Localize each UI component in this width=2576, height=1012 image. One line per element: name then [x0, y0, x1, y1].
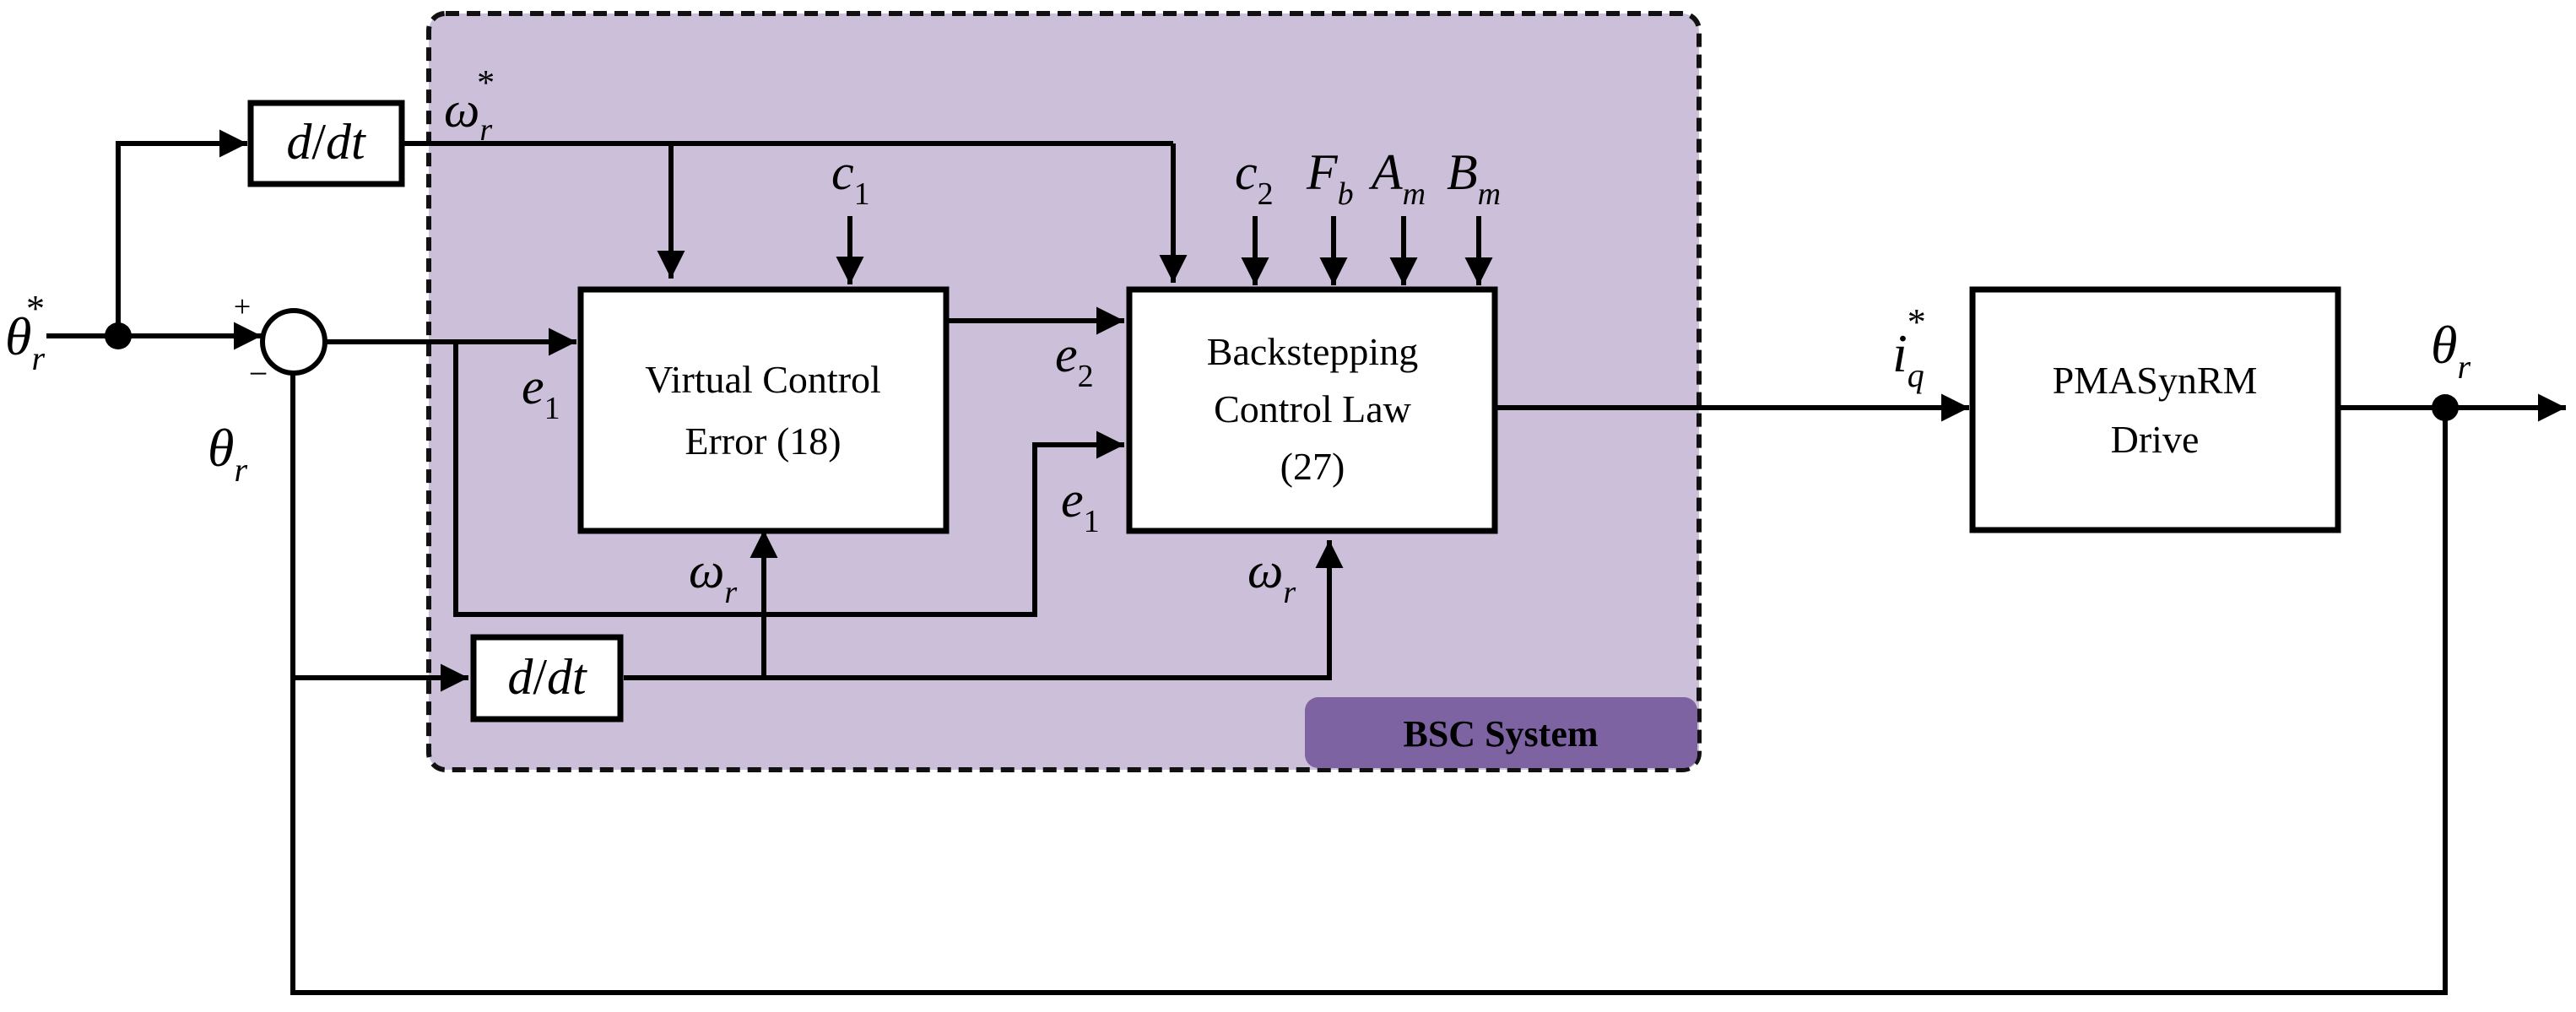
- theta-ref-label: θr*: [5, 288, 45, 377]
- e1-virtual-label: e1: [522, 359, 560, 426]
- omega-virtual-label: ωr: [689, 543, 737, 610]
- summing-junction: + −: [234, 290, 327, 392]
- e2-label: e2: [1055, 327, 1094, 394]
- bsc-system-region: [426, 11, 1702, 772]
- bsc-system-label: BSC System: [1403, 713, 1598, 755]
- e1-backstepping-label: e1: [1061, 472, 1100, 539]
- derivative-block-bottom: d/dt: [470, 634, 624, 722]
- svg-text:Control Law: Control Law: [1214, 387, 1412, 430]
- derivative-block-top: d/dt: [247, 100, 405, 187]
- bm-label: Bm: [1447, 144, 1501, 212]
- svg-text:Backstepping: Backstepping: [1207, 330, 1418, 373]
- svg-text:Drive: Drive: [2111, 418, 2200, 461]
- fb-label: Fb: [1306, 144, 1354, 212]
- svg-text:(27): (27): [1280, 445, 1345, 488]
- theta-output-label: θr: [2431, 315, 2470, 386]
- svg-text:PMASynRM: PMASynRM: [2053, 359, 2258, 402]
- theta-feedback-label: θr: [208, 418, 247, 489]
- iq-ref-label: iq*: [1892, 301, 1926, 394]
- bsc-system-badge: [1305, 697, 1697, 768]
- omega-ref-label: ωr*: [444, 64, 495, 148]
- c1-label: c1: [831, 144, 870, 212]
- minus-sign: −: [249, 354, 268, 392]
- svg-text:d/dt: d/dt: [507, 649, 587, 705]
- omega-backstepping-label: ωr: [1247, 543, 1296, 610]
- am-label: Am: [1368, 144, 1426, 212]
- backstepping-control-law-block: Backstepping Control Law (27): [1126, 286, 1498, 534]
- svg-text:d/dt: d/dt: [286, 114, 366, 170]
- svg-text:Virtual Control: Virtual Control: [645, 358, 881, 401]
- output-branch-node: [2432, 394, 2459, 421]
- pmasynrm-drive-block: PMASynRM Drive: [1969, 286, 2341, 533]
- plus-sign: +: [234, 290, 251, 323]
- c2-label: c2: [1235, 144, 1274, 212]
- input-branch-node: [105, 322, 132, 349]
- virtual-control-error-block: Virtual Control Error (18): [577, 286, 950, 534]
- svg-text:Error (18): Error (18): [685, 419, 841, 463]
